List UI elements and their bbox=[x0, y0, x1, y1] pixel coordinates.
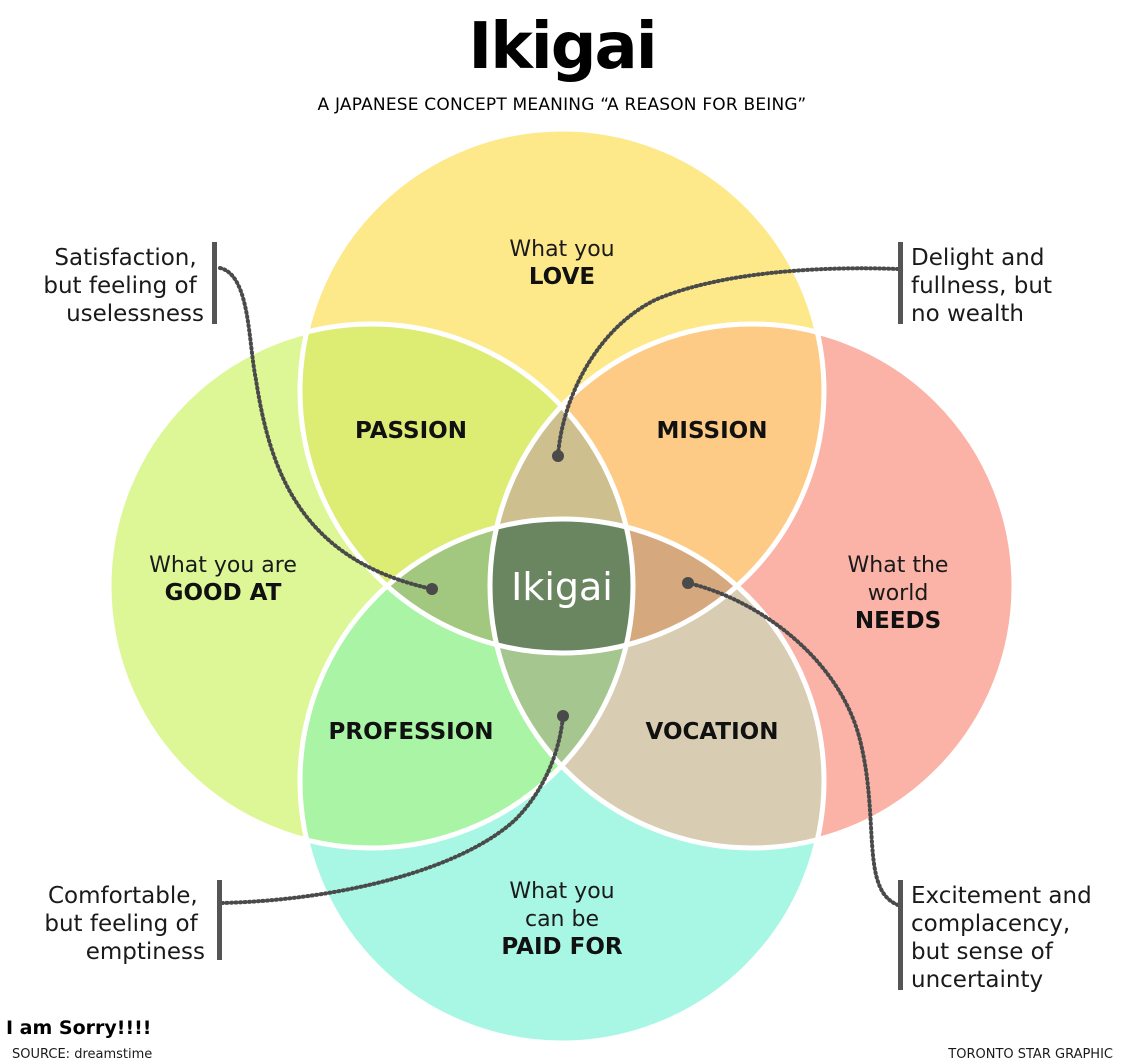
annotation-bottom-right-line: Excitement and bbox=[911, 883, 1092, 909]
annotation-bar-top-left bbox=[212, 242, 217, 324]
publisher-credit: TORONTO STAR GRAPHIC bbox=[947, 1047, 1113, 1062]
good-at-label-bold: GOOD AT bbox=[165, 580, 282, 606]
annotation-bottom-right-line: complacency, bbox=[911, 911, 1070, 937]
source-credit: SOURCE: dreamstime bbox=[12, 1047, 152, 1062]
leader-dot-bottom-left bbox=[557, 710, 569, 722]
leader-line-top-left bbox=[218, 266, 434, 591]
page-title: Ikigai bbox=[468, 10, 655, 84]
annotation-top-left: Satisfaction, but feeling of uselessness bbox=[43, 245, 204, 327]
leader-line-top-right bbox=[556, 266, 900, 458]
annotation-top-right-line: fullness, but bbox=[911, 273, 1052, 299]
annotation-bar-bottom-right bbox=[898, 880, 903, 990]
annotation-bottom-left-line: but feeling of bbox=[44, 911, 198, 937]
annotation-top-left-line: uselessness bbox=[66, 301, 204, 327]
annotation-top-right-line: no wealth bbox=[911, 301, 1024, 327]
annotation-bottom-left: Comfortable, but feeling of emptiness bbox=[44, 883, 205, 965]
leader-dot-top-left bbox=[426, 583, 438, 595]
ikigai-center-label: Ikigai bbox=[511, 565, 613, 609]
sorry-caption: I am Sorry!!!! bbox=[6, 1017, 151, 1039]
leader-dot-bottom-right bbox=[682, 577, 694, 589]
annotation-bottom-right: Excitement and complacency, but sense of… bbox=[911, 883, 1099, 993]
annotation-top-right: Delight and fullness, but no wealth bbox=[911, 245, 1059, 327]
leader-dot-top-right bbox=[552, 450, 564, 462]
paid-for-label-line2: can be bbox=[525, 907, 599, 932]
love-label-bold: LOVE bbox=[529, 264, 595, 290]
vocation-label: VOCATION bbox=[646, 719, 779, 745]
annotation-bottom-left-line: emptiness bbox=[86, 939, 205, 965]
profession-label: PROFESSION bbox=[329, 719, 494, 745]
good-at-label-line1: What you are bbox=[149, 553, 297, 578]
annotation-top-left-line: but feeling of bbox=[43, 273, 197, 299]
needs-label-line1: What the bbox=[848, 553, 949, 578]
love-label-line1: What you bbox=[509, 237, 614, 262]
leader-line-bottom-left bbox=[220, 714, 565, 905]
leader-line-bottom-right bbox=[686, 581, 900, 907]
annotation-bottom-right-line: uncertainty bbox=[911, 967, 1043, 993]
paid-for-label-line1: What you bbox=[509, 879, 614, 904]
annotation-top-right-line: Delight and bbox=[911, 245, 1044, 271]
needs-label-bold: NEEDS bbox=[855, 608, 941, 634]
annotation-bottom-left-line: Comfortable, bbox=[48, 883, 198, 909]
circle-outlines bbox=[106, 126, 1017, 1046]
annotation-bottom-right-line: but sense of bbox=[911, 939, 1054, 965]
annotation-top-left-line: Satisfaction, bbox=[54, 245, 196, 271]
passion-label: PASSION bbox=[355, 418, 467, 444]
annotation-bar-top-right bbox=[898, 242, 903, 324]
annotation-bar-bottom-left bbox=[217, 880, 222, 960]
needs-label-line2: world bbox=[868, 581, 929, 606]
page-subtitle: A JAPANESE CONCEPT MEANING “A REASON FOR… bbox=[318, 95, 807, 115]
mission-label: MISSION bbox=[657, 418, 768, 444]
paid-for-label-bold: PAID FOR bbox=[501, 934, 622, 960]
